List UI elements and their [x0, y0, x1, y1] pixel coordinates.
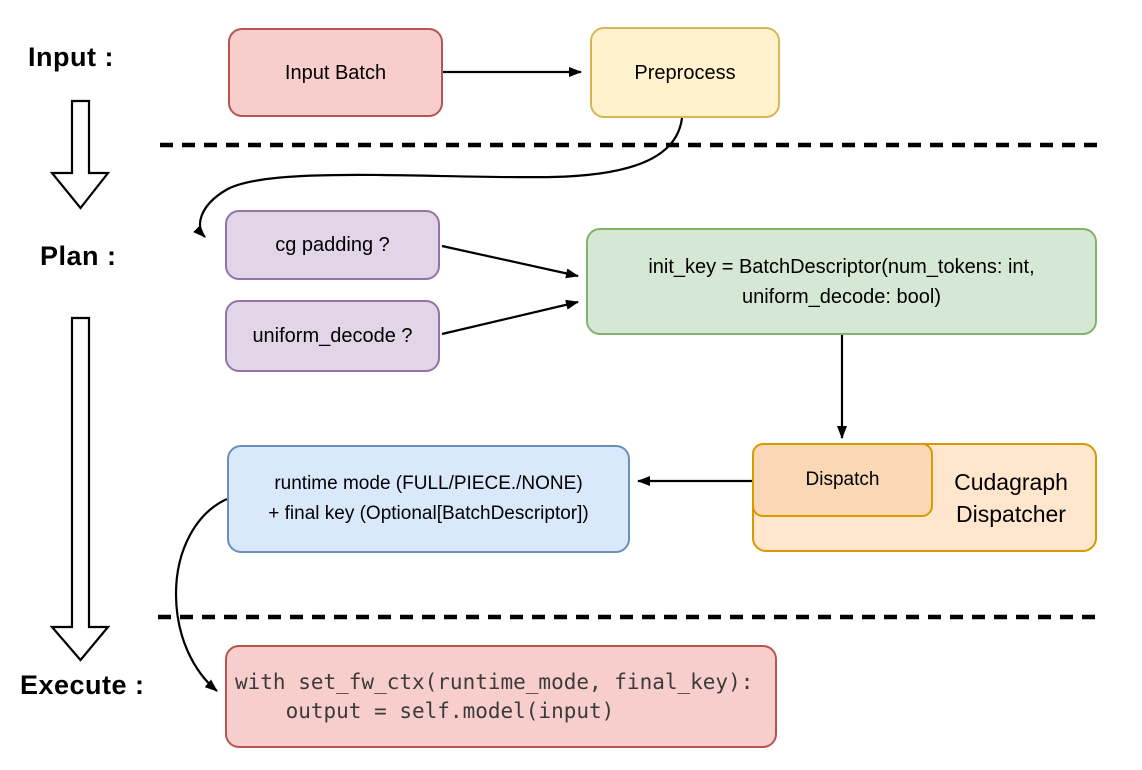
node-execute-code: with set_fw_ctx(runtime_mode, final_key)… — [225, 645, 777, 748]
node-init-key: init_key = BatchDescriptor(num_tokens: i… — [586, 228, 1097, 335]
node-cudagraph-line1: Cudagraph — [954, 468, 1068, 495]
node-init-key-line2: uniform_decode: bool) — [741, 285, 941, 308]
stage-arrow-plan-to-execute — [49, 316, 111, 662]
arrow-uniformdecode-to-initkey — [441, 299, 579, 336]
arrow-preprocess-to-cgpadding — [192, 117, 684, 238]
stage-label-input: Input : — [28, 42, 114, 72]
node-dispatch-label: Dispatch — [805, 469, 880, 490]
arrow-cgpadding-to-initkey — [441, 244, 579, 279]
node-preprocess-label: Preprocess — [634, 61, 736, 84]
stage-arrow-input-to-plan — [49, 99, 111, 210]
node-dispatch: Dispatch — [752, 443, 933, 517]
node-cg-padding: cg padding ? — [225, 210, 440, 280]
node-init-key-line1: init_key = BatchDescriptor(num_tokens: i… — [648, 255, 1035, 278]
node-input-batch: Input Batch — [228, 28, 443, 117]
stage-label-plan: Plan : — [40, 241, 117, 271]
node-uniform-decode-label: uniform_decode ? — [252, 325, 413, 347]
node-runtime-line2: + final key (Optional[BatchDescriptor]) — [268, 503, 589, 524]
node-runtime-mode: runtime mode (FULL/PIECE./NONE) + final … — [227, 445, 630, 553]
node-execute-code-line1: with set_fw_ctx(runtime_mode, final_key)… — [235, 669, 754, 694]
node-uniform-decode: uniform_decode ? — [225, 300, 440, 372]
node-runtime-line1: runtime mode (FULL/PIECE./NONE) — [274, 473, 583, 494]
node-preprocess: Preprocess — [590, 27, 780, 118]
stage-label-execute: Execute : — [20, 670, 145, 700]
arrow-runtimemode-to-execute — [174, 497, 228, 692]
node-execute-code-line2: output = self.model(input) — [235, 698, 615, 723]
node-cudagraph-dispatcher-label: Cudagraph Dispatcher — [927, 445, 1095, 550]
node-cudagraph-line2: Dispatcher — [956, 500, 1066, 527]
node-cg-padding-label: cg padding ? — [275, 234, 390, 256]
node-input-batch-label: Input Batch — [284, 61, 387, 84]
